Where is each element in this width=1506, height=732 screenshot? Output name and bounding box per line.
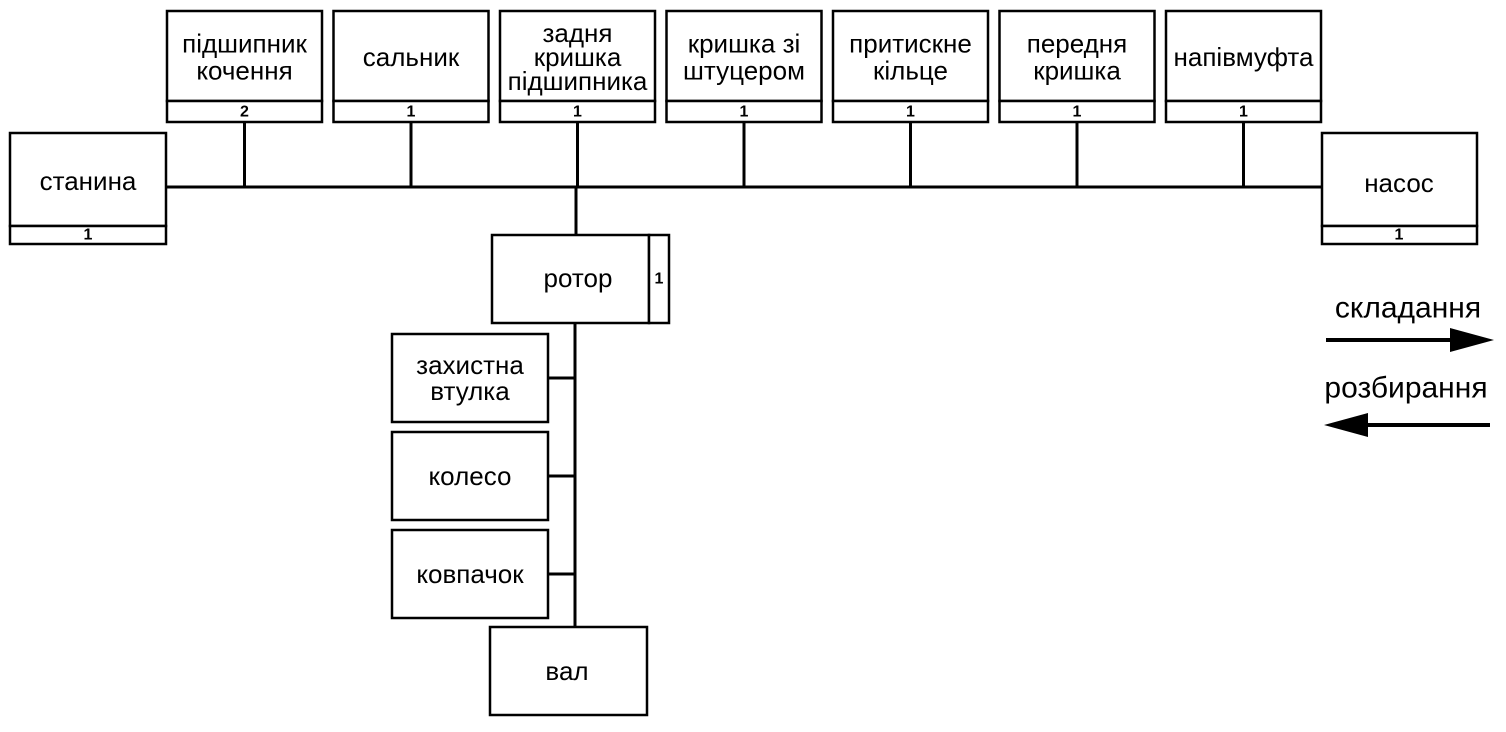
part-boxes: станина1насос1підшипниккочення2сальник1з…	[8, 9, 1479, 717]
assembly-direction-label: складання	[1335, 292, 1481, 325]
subassembly-qty: 1	[655, 271, 664, 288]
subassembly-frame	[490, 233, 651, 325]
subassembly-part-frame	[390, 528, 550, 620]
part-frame	[498, 9, 657, 103]
subassembly-base-label: вал	[545, 656, 588, 686]
part-qty: 1	[1073, 104, 1082, 121]
base-part-box: станина 1	[8, 131, 168, 246]
part-frame	[332, 9, 490, 103]
part-qty: 1	[573, 104, 582, 121]
subassembly-part-label: втулка	[430, 376, 510, 406]
part-label: притискне	[849, 29, 972, 59]
part-qty-cell	[998, 99, 1156, 124]
subassembly-part-frame	[390, 430, 550, 522]
part-qty-cell	[498, 99, 657, 124]
subassembly-part-label: ковпачок	[416, 559, 524, 589]
disassembly-direction-label: розбирання	[1324, 372, 1487, 405]
part-label: кришка	[534, 42, 622, 72]
subassembly-part-label: колесо	[429, 461, 512, 491]
part-box: сальник 1	[332, 9, 490, 124]
subassembly-base-frame	[488, 625, 649, 717]
part-label: кришка зі	[688, 29, 801, 59]
part-qty-cell	[1164, 99, 1323, 124]
part-frame	[831, 9, 990, 103]
base-part-label: станина	[40, 166, 137, 196]
part-label: кришка	[1033, 56, 1121, 86]
part-frame	[1164, 9, 1323, 103]
connection-lines	[166, 122, 1322, 627]
product-box: насос 1	[1320, 131, 1479, 246]
part-label: кільце	[873, 56, 948, 86]
part-label: передня	[1027, 29, 1128, 59]
part-label: штуцером	[683, 56, 805, 86]
disassembly-arrow-head	[1324, 413, 1368, 437]
part-qty: 1	[906, 104, 915, 121]
part-label: підшипника	[508, 66, 648, 96]
part-qty-cell	[831, 99, 990, 124]
part-qty-cell	[332, 99, 490, 124]
part-frame	[165, 9, 324, 103]
base-part-frame	[8, 131, 168, 228]
part-label: задня	[543, 18, 613, 48]
subassembly-part-box: ковпачок	[390, 528, 550, 620]
subassembly-part-box: колесо	[390, 430, 550, 522]
part-label: напівмуфта	[1174, 42, 1315, 72]
part-qty: 1	[407, 104, 416, 121]
subassembly-qty-cell	[647, 233, 671, 325]
part-qty-cell	[665, 99, 823, 124]
part-qty: 1	[1239, 104, 1248, 121]
subassembly-base-box: вал	[488, 625, 649, 717]
product-label: насос	[1364, 168, 1434, 198]
base-part-qty-cell	[8, 224, 168, 246]
part-label: кочення	[196, 56, 292, 86]
part-box: напівмуфта 1	[1164, 9, 1323, 124]
subassembly-part-label: захистна	[416, 350, 524, 380]
direction-legend: складання розбирання	[1324, 292, 1494, 437]
part-qty: 2	[240, 104, 249, 121]
assembly-arrow-head	[1450, 328, 1494, 352]
subassembly-label: ротор	[544, 263, 613, 293]
part-qty: 1	[740, 104, 749, 121]
subassembly-part-frame	[390, 332, 550, 424]
part-label: сальник	[363, 42, 460, 72]
part-qty-cell	[165, 99, 324, 124]
base-part-qty: 1	[84, 227, 93, 244]
part-label: підшипник	[182, 29, 307, 59]
subassembly-box: ротор 1	[490, 233, 671, 325]
product-qty-cell	[1320, 224, 1479, 246]
product-qty: 1	[1395, 227, 1404, 244]
